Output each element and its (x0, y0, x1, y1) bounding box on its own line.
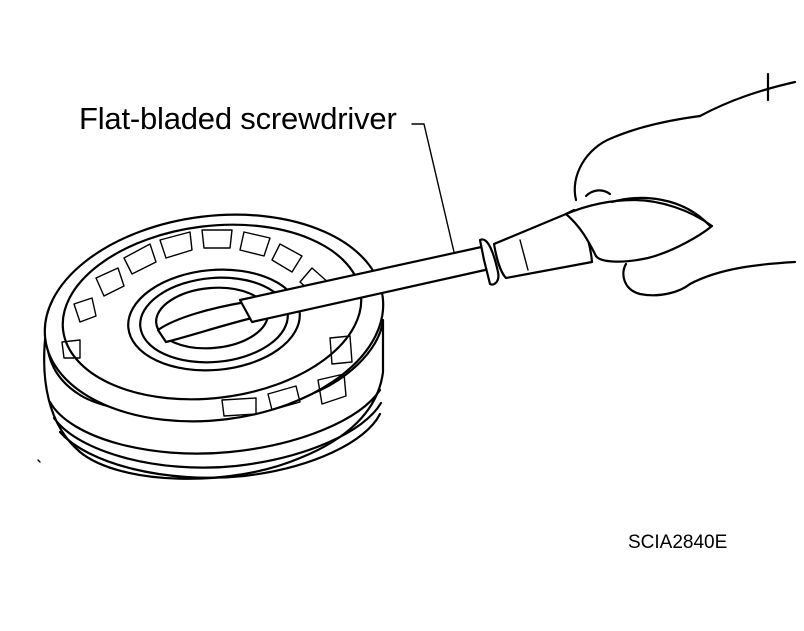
drum-assembly (37, 213, 385, 480)
slot-pattern (61, 229, 353, 417)
screwdriver-callout-label: Flat-bladed screwdriver (79, 101, 397, 136)
callout-leader (411, 123, 455, 253)
hand (564, 72, 797, 297)
figure-reference-code: SCIA2840E (628, 532, 728, 553)
